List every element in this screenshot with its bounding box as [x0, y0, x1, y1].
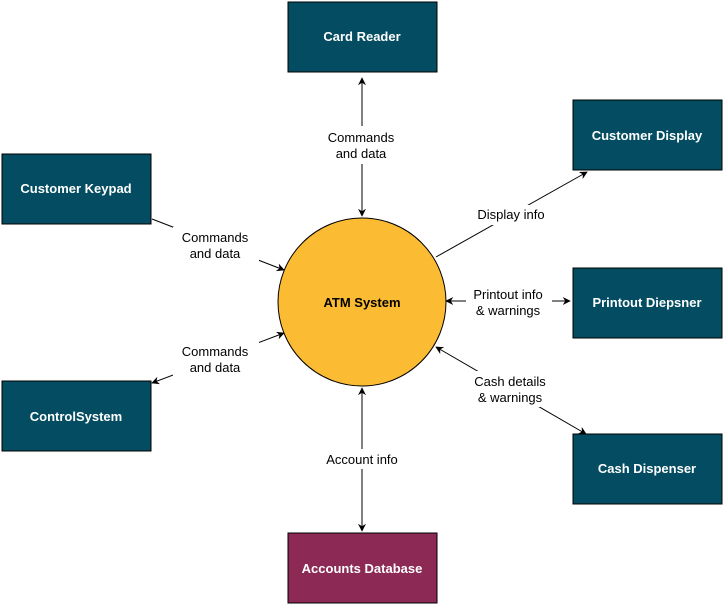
edge-label-card-reader-line2: and data: [336, 146, 387, 161]
node-customer-keypad-label: Customer Keypad: [20, 181, 131, 196]
node-card-reader-label: Card Reader: [323, 29, 400, 44]
node-cash-dispenser[interactable]: Cash Dispenser: [572, 433, 723, 505]
node-card-reader[interactable]: Card Reader: [287, 1, 438, 73]
edge-label-control-system-line1: Commands: [182, 344, 249, 359]
edge-label-cash-line1: Cash details: [474, 374, 546, 389]
node-control-system[interactable]: ControlSystem: [1, 380, 152, 452]
node-printout-dispenser-label: Printout Diepsner: [592, 295, 701, 310]
edge-label-customer-display: Display info: [477, 207, 544, 222]
edge-label-printout-line2: & warnings: [476, 303, 541, 318]
node-customer-display-label: Customer Display: [592, 128, 703, 143]
node-accounts-database-label: Accounts Database: [302, 561, 423, 576]
edge-label-customer-keypad-line2: and data: [190, 246, 241, 261]
edge-label-cash-line2: & warnings: [478, 390, 543, 405]
node-cash-dispenser-label: Cash Dispenser: [598, 461, 696, 476]
edge-label-accounts-database: Account info: [326, 452, 398, 467]
node-printout-dispenser[interactable]: Printout Diepsner: [572, 267, 723, 339]
node-control-system-label: ControlSystem: [30, 409, 122, 424]
atm-system-label: ATM System: [323, 295, 400, 310]
atm-system-process[interactable]: ATM System: [277, 217, 447, 387]
edge-label-control-system-line2: and data: [190, 360, 241, 375]
node-customer-keypad[interactable]: Customer Keypad: [1, 153, 152, 225]
edge-label-customer-keypad-line1: Commands: [182, 230, 249, 245]
node-accounts-database[interactable]: Accounts Database: [287, 532, 438, 604]
edge-labels: Commands and data Commands and data Comm…: [173, 126, 554, 469]
atm-system-circle: [277, 217, 447, 387]
edge-label-printout-line1: Printout info: [473, 287, 542, 302]
node-customer-display[interactable]: Customer Display: [572, 99, 723, 171]
edge-label-card-reader-line1: Commands: [328, 130, 395, 145]
